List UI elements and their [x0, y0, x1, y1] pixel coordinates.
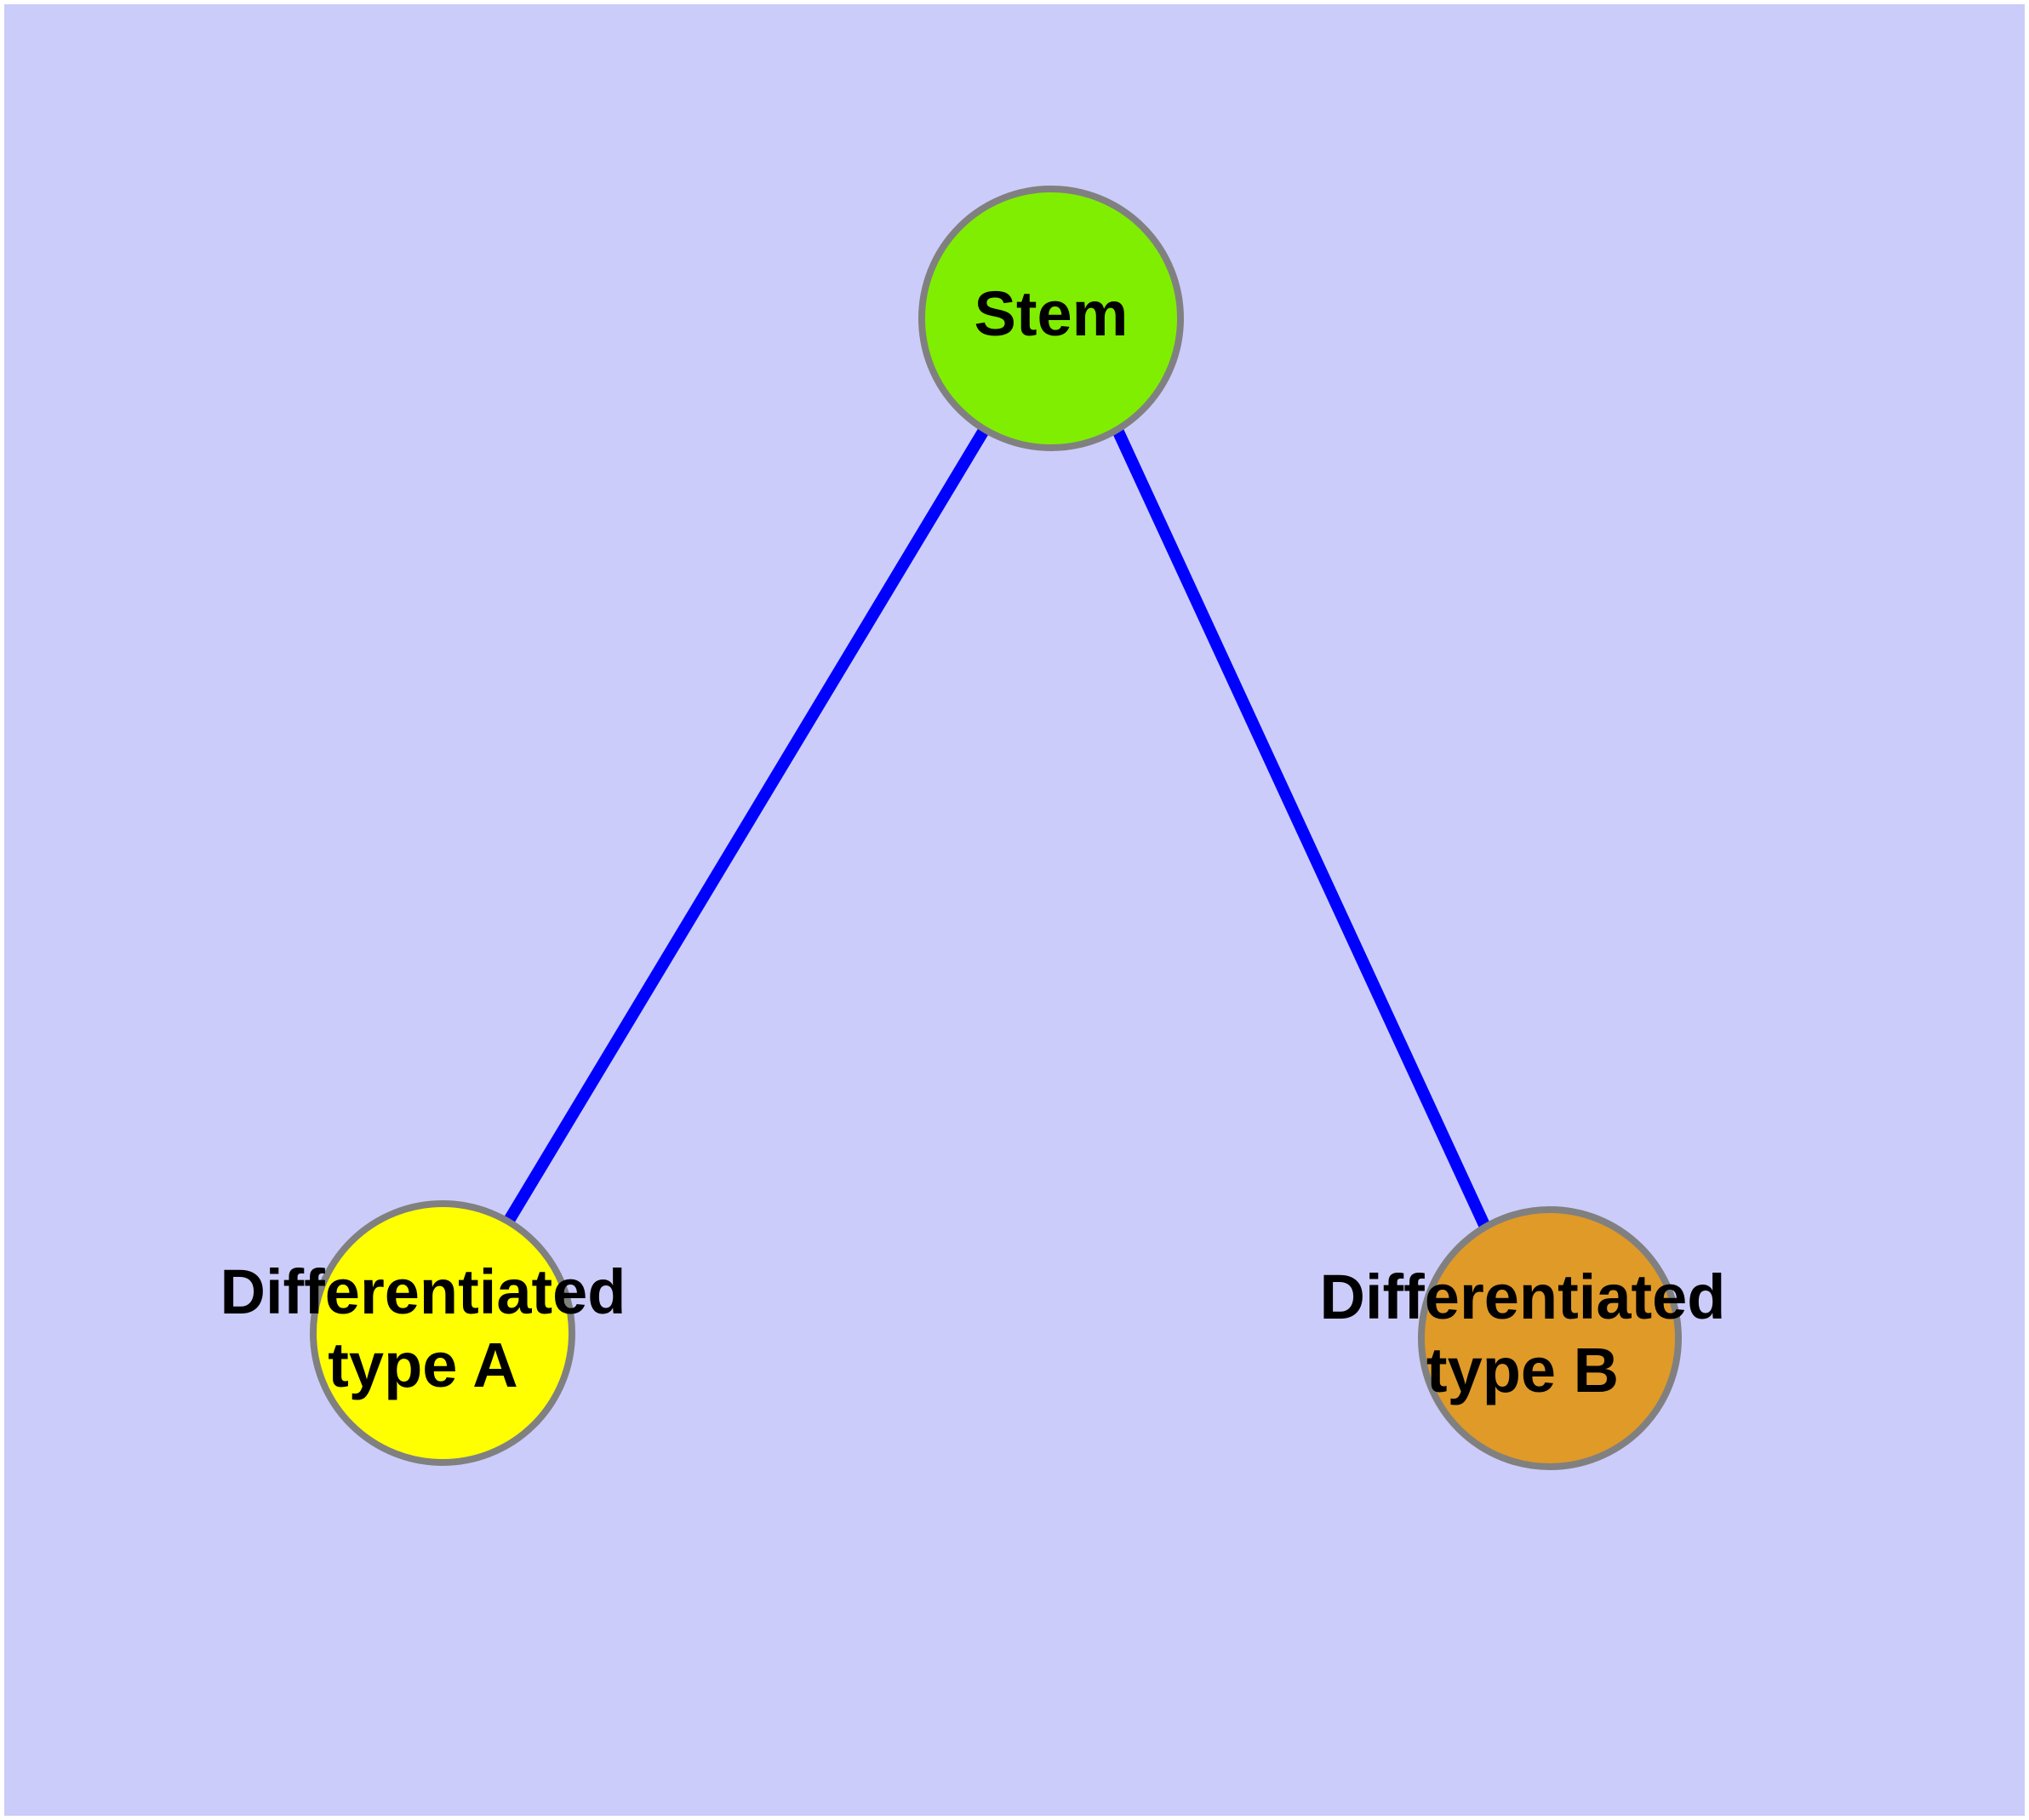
node-differentiated-type-b-circle[interactable]	[1418, 1206, 1682, 1470]
node-differentiated-type-b[interactable]	[1418, 1206, 1682, 1470]
node-stem-label: Stem	[974, 278, 1129, 349]
node-stem[interactable]	[918, 186, 1184, 451]
edge-layer	[505, 426, 1490, 1228]
node-stem-circle[interactable]	[918, 186, 1184, 451]
edge-stem-to-differentiated-type-a[interactable]	[505, 426, 990, 1222]
node-differentiated-type-a[interactable]	[310, 1200, 575, 1466]
node-layer	[310, 186, 1682, 1470]
edge-stem-to-differentiated-type-b[interactable]	[1111, 426, 1490, 1228]
node-differentiated-type-a-circle[interactable]	[310, 1200, 575, 1466]
